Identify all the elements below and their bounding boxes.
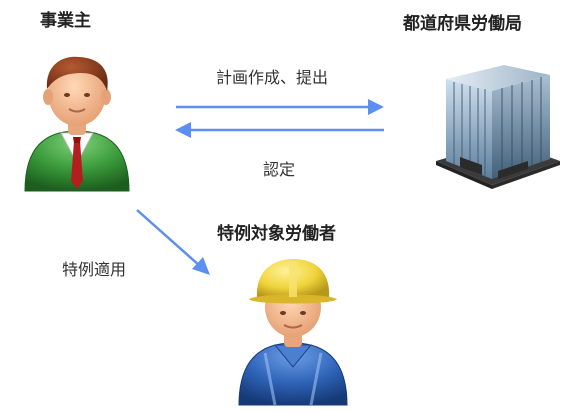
special-application-arrow [136,209,210,275]
office-building-icon [436,65,560,189]
special-worker-title: 特例対象労働者 [217,224,336,244]
employer-title: 事業主 [40,11,91,31]
plan-submission-arrow [176,99,384,115]
plan-submission-label: 計画作成、提出 [216,68,329,87]
labor-bureau-title: 都道府県労働局 [403,14,522,34]
businessman-icon [24,56,130,192]
construction-worker-icon [238,259,348,406]
certification-arrow [175,122,384,138]
special-application-label: 特例適用 [62,260,127,279]
certification-label: 認定 [263,160,296,179]
